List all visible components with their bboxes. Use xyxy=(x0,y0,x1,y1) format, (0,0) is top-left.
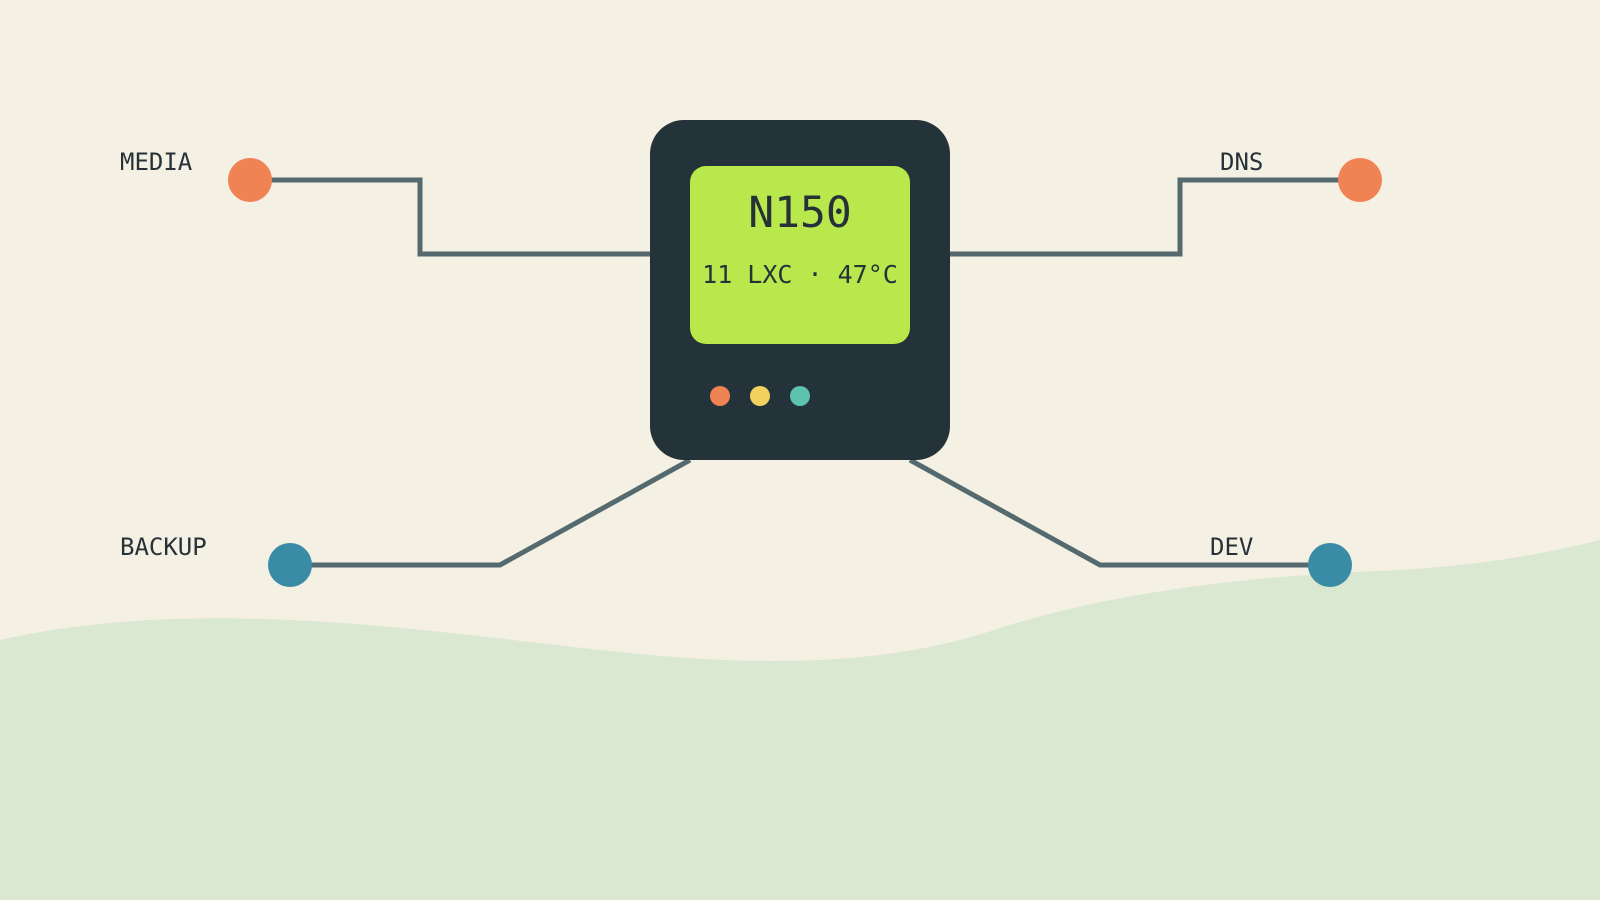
status-led-yellow xyxy=(750,386,770,406)
device-model: N150 xyxy=(748,188,852,238)
backup-node[interactable] xyxy=(268,543,312,587)
media-label: MEDIA xyxy=(120,148,193,176)
wire-dns xyxy=(950,177,1360,257)
status-led-orange xyxy=(710,386,730,406)
wire-dev xyxy=(908,457,1330,568)
device-screen: N150 11 LXC · 47°C xyxy=(690,166,910,344)
dns-label: DNS xyxy=(1220,148,1264,176)
mini-pc-device[interactable]: N150 11 LXC · 47°C xyxy=(650,120,950,460)
device-stats: 11 LXC · 47°C xyxy=(702,260,898,289)
wire-media xyxy=(250,177,650,257)
dev-node[interactable] xyxy=(1308,543,1352,587)
wire-backup xyxy=(290,457,692,568)
media-node[interactable] xyxy=(228,158,272,202)
backup-label: BACKUP xyxy=(120,533,207,561)
dev-label: DEV xyxy=(1210,533,1254,561)
dns-node[interactable] xyxy=(1338,158,1382,202)
ground-wave xyxy=(0,540,1600,900)
status-led-teal xyxy=(790,386,810,406)
